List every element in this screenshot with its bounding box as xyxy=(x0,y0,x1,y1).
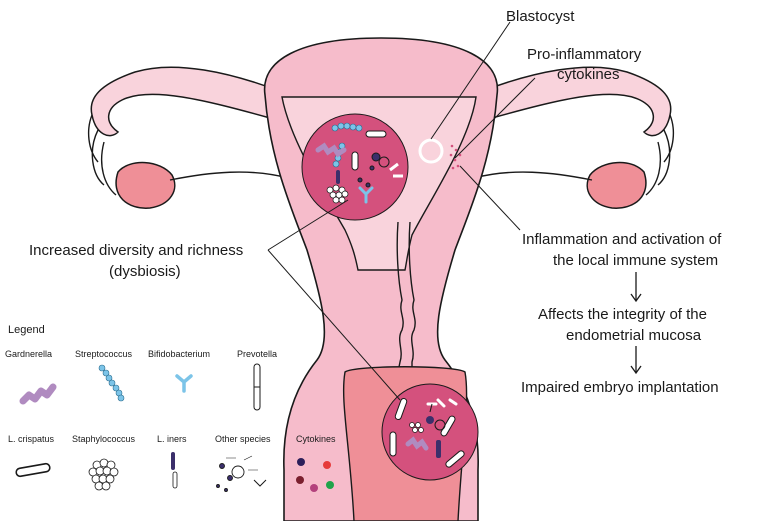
left-ovary xyxy=(115,161,176,209)
vaginal-microbiome-circle xyxy=(381,383,479,481)
legend-label-gardnerella: Gardnerella xyxy=(5,349,52,359)
l-iners-upper xyxy=(336,170,340,184)
blastocyst-pointer xyxy=(430,21,511,140)
staphylococcus-icon xyxy=(88,458,119,491)
legend-label-bifidobacterium: Bifidobacterium xyxy=(148,349,210,359)
dysbiosis-pointer-upper xyxy=(267,199,349,251)
label-pro-inflammatory-1: Pro-inflammatory xyxy=(527,46,642,63)
label-implantation: Impaired embryo implantation xyxy=(521,379,719,396)
staphylococcus-cluster-upper xyxy=(326,184,349,204)
label-integrity-1: Affects the integrity of the xyxy=(538,306,707,323)
right-fimbriae xyxy=(645,114,675,196)
legend-label-cytokines: Cytokines xyxy=(296,434,336,444)
legend-label-l-crispatus: L. crispatus xyxy=(8,434,55,444)
gardnerella-upper xyxy=(315,142,347,158)
label-dysbiosis-1: Increased diversity and richness xyxy=(29,242,243,259)
arrow-down-1 xyxy=(630,272,642,303)
lower-circle-bacteria xyxy=(389,397,465,468)
gardnerella-icon xyxy=(19,383,57,405)
bifidobacterium-icon xyxy=(175,374,193,393)
blastocyst-shape xyxy=(418,138,444,164)
label-integrity-2: endometrial mucosa xyxy=(566,327,702,344)
label-pro-inflammatory-2: cytokines xyxy=(557,66,620,83)
bifidobacterium-upper xyxy=(358,186,374,204)
cytokines-pointer xyxy=(454,77,536,159)
cervical-canal xyxy=(396,221,416,373)
legend-title: Legend xyxy=(8,324,45,336)
lactobacillus-upper-2 xyxy=(351,151,359,171)
label-inflammation-2: the local immune system xyxy=(553,252,718,269)
left-fallopian-tube xyxy=(90,66,284,137)
streptococcus-icon xyxy=(98,364,125,402)
prevotella-icon xyxy=(253,363,261,411)
label-dysbiosis-2: (dysbiosis) xyxy=(109,263,181,280)
legend-label-staphylococcus: Staphylococcus xyxy=(72,434,136,444)
cytokines-icon xyxy=(296,458,334,492)
legend-label-l-iners: L. iners xyxy=(157,434,187,444)
l-iners-icon xyxy=(171,452,178,489)
left-fimbriae xyxy=(87,114,117,196)
legend-label-streptococcus: Streptococcus xyxy=(75,349,133,359)
lactobacillus-upper-1 xyxy=(365,130,387,138)
label-inflammation-1: Inflammation and activation of xyxy=(522,231,722,248)
legend-label-other-species: Other species xyxy=(215,434,271,444)
other-species-upper xyxy=(357,152,403,188)
arrow-down-2 xyxy=(630,346,642,375)
right-fallopian-tube xyxy=(478,66,672,137)
label-blastocyst: Blastocyst xyxy=(506,8,575,25)
l-crispatus-icon xyxy=(15,462,51,478)
inflammation-pointer xyxy=(459,165,521,231)
other-species-icon xyxy=(216,454,267,492)
left-ovarian-ligament xyxy=(169,171,289,181)
right-ovarian-ligament xyxy=(473,171,593,181)
pro-inflammatory-dots xyxy=(449,144,462,170)
dysbiosis-pointer-lower xyxy=(267,249,401,401)
right-ovary xyxy=(586,161,647,209)
upper-circle-bacteria xyxy=(315,122,403,204)
legend-label-prevotella: Prevotella xyxy=(237,349,277,359)
